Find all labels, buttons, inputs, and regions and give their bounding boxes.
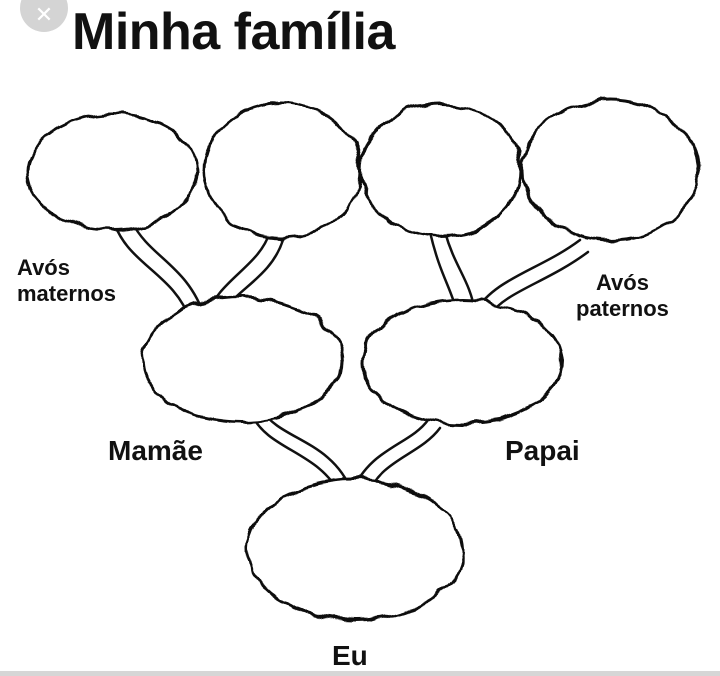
label-papai: Papai xyxy=(505,435,580,466)
crown-paternal-grandfather xyxy=(520,98,700,242)
label-eu: Eu xyxy=(332,640,368,671)
crown-dad xyxy=(360,298,564,426)
crown-paternal-grandmother xyxy=(358,102,522,238)
label-avos-maternos: Avós maternos xyxy=(17,255,117,306)
bottom-divider xyxy=(0,671,720,676)
crown-mom xyxy=(140,296,344,424)
page-title: Minha família xyxy=(72,3,395,61)
crown-maternal-grandmother xyxy=(25,112,199,232)
close-icon: ✕ xyxy=(34,2,54,27)
crown-me xyxy=(245,478,465,622)
label-mamae: Mamãe xyxy=(108,435,203,466)
crown-maternal-grandfather xyxy=(202,100,362,240)
label-avos-paternos: Avós paternos xyxy=(576,270,669,321)
close-button[interactable]: ✕ xyxy=(20,0,68,32)
